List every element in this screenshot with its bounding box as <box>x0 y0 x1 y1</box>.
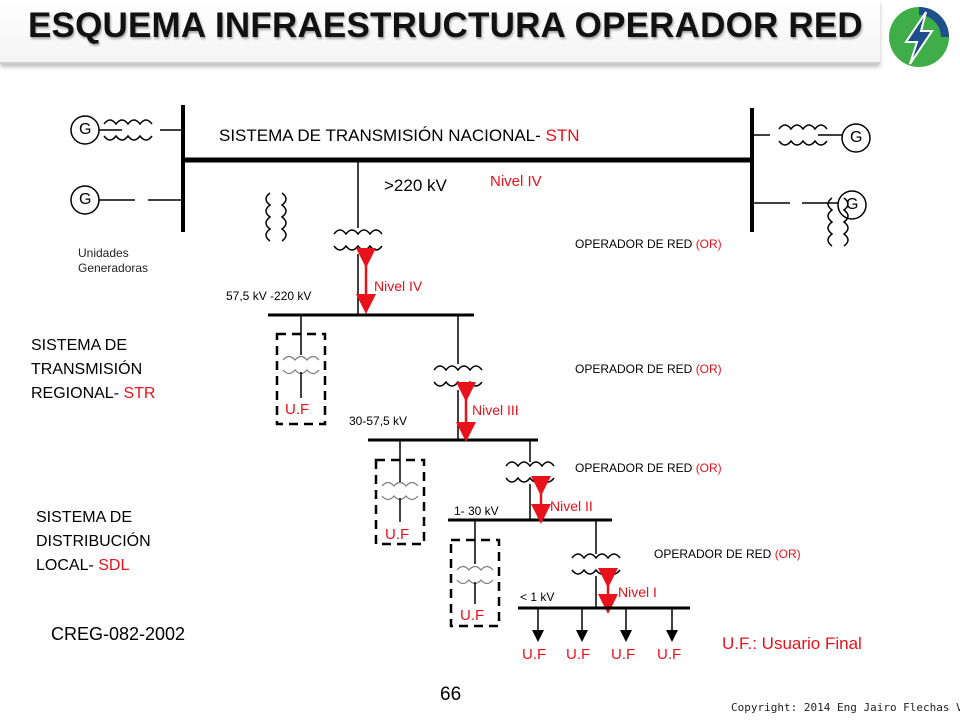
copyright: Copyright: 2014 Eng Jairo Flechas V. <box>731 701 960 714</box>
operator-label-2: OPERADOR DE RED (OR) <box>575 362 722 376</box>
gen-label-4: G <box>846 196 859 213</box>
uf-label-1: U.F <box>522 646 547 663</box>
uf-label-l3: U.F <box>385 526 410 543</box>
operator-label-4: OPERADOR DE RED (OR) <box>654 547 801 561</box>
gen-label-2: G <box>79 191 92 208</box>
level-i-label: Nivel I <box>618 584 657 600</box>
gen-label-3: G <box>850 129 863 146</box>
voltage-l2: 1- 30 kV <box>454 504 499 518</box>
str-system-label: SISTEMA DE TRANSMISIÓN REGIONAL- STR <box>31 337 156 402</box>
voltage-l4: 57,5 kV -220 kV <box>226 289 312 303</box>
page-title: ESQUEMA INFRAESTRUCTURA OPERADOR RED <box>28 6 863 45</box>
level-iii-label: Nivel III <box>472 402 519 418</box>
level-ii-label: Nivel II <box>550 498 593 514</box>
generator-bottom-right <box>752 190 867 220</box>
title-bar <box>0 0 880 64</box>
generating-units-label: Unidades Generadoras <box>78 246 149 275</box>
page-number: 66 <box>440 684 462 705</box>
stn-title: SISTEMA DE TRANSMISIÓN NACIONAL- STN <box>219 126 580 145</box>
uf-label-4: U.F <box>657 646 682 663</box>
generator-bottom-left <box>70 185 183 215</box>
stn-level: Nivel IV <box>490 173 542 190</box>
regulation-label: CREG-082-2002 <box>51 624 186 644</box>
uf-label-l2: U.F <box>460 607 485 624</box>
uf-label-str: U.F <box>285 401 310 418</box>
voltage-l3: 30-57,5 kV <box>349 414 408 428</box>
uf-label-2: U.F <box>566 646 591 663</box>
operator-label-1: OPERADOR DE RED (OR) <box>575 237 722 251</box>
uf-legend: U.F.: Usuario Final <box>722 634 862 653</box>
sdl-system-label: SISTEMA DE DISTRIBUCIÓN LOCAL- SDL <box>36 509 151 574</box>
generator-top-left <box>70 115 183 145</box>
operator-label-3: OPERADOR DE RED (OR) <box>575 461 722 475</box>
transformer-left-spare <box>265 192 287 242</box>
level-iv-label: Nivel IV <box>374 278 423 294</box>
generator-top-right <box>752 123 871 153</box>
bolt-logo-icon <box>889 7 949 67</box>
gen-label-1: G <box>79 121 92 138</box>
stn-bus <box>181 105 754 232</box>
uf-label-3: U.F <box>611 646 636 663</box>
stn-voltage: >220 kV <box>384 176 447 195</box>
voltage-l1: < 1 kV <box>520 590 555 604</box>
